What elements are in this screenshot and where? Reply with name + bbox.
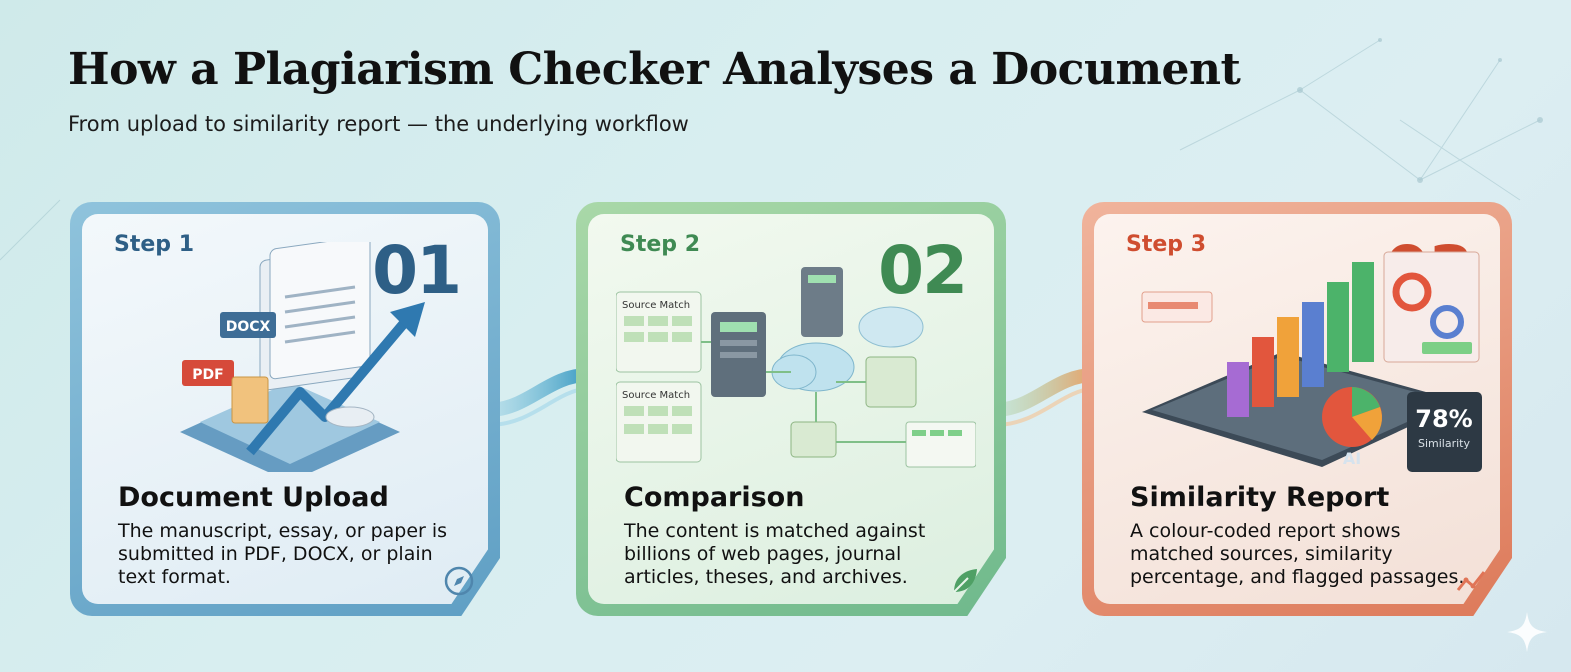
step-number: 01 [372, 232, 462, 309]
comparison-illustration: Source Match Source Match [616, 267, 976, 468]
document-upload-illustration: DOCX PDF [180, 242, 425, 472]
page-title: How a Plagiarism Checker Analyses a Docu… [68, 44, 1241, 95]
similarity-label: Similarity [1418, 437, 1470, 450]
step-label: Step 1 [114, 232, 194, 257]
ai-label: AI [1343, 449, 1361, 468]
step-description: The content is matched against billions … [624, 520, 926, 588]
step-description: A colour-coded report shows matched sour… [1130, 520, 1465, 588]
step-label: Step 3 [1126, 232, 1206, 257]
step-title: Similarity Report [1130, 482, 1390, 513]
step-card-comparison: Step 2 02 Source Match Source Match [576, 202, 1006, 616]
page-subtitle: From upload to similarity report — the u… [68, 112, 689, 136]
trend-icon [1456, 571, 1486, 591]
pdf-label: PDF [192, 367, 223, 383]
source-match-label: Source Match [622, 390, 690, 401]
similarity-report-illustration: 78% Similarity AI [1141, 251, 1482, 472]
compass-icon [444, 566, 474, 596]
step-number: 02 [878, 232, 968, 309]
step-card-upload: Step 1 01 DOCX PDF Document Upload The m… [70, 202, 500, 616]
docx-label: DOCX [226, 319, 271, 335]
step-label: Step 2 [620, 232, 700, 257]
step-title: Comparison [624, 482, 805, 513]
step-card-report: Step 3 03 78% Similarity AI Similari [1082, 202, 1512, 616]
step-description: The manuscript, essay, or paper is submi… [118, 520, 448, 588]
leaf-icon [953, 569, 977, 593]
step-title: Document Upload [118, 482, 389, 513]
similarity-percent: 78% [1415, 405, 1472, 433]
sparkle-icon [1507, 612, 1547, 652]
source-match-label: Source Match [622, 300, 690, 311]
